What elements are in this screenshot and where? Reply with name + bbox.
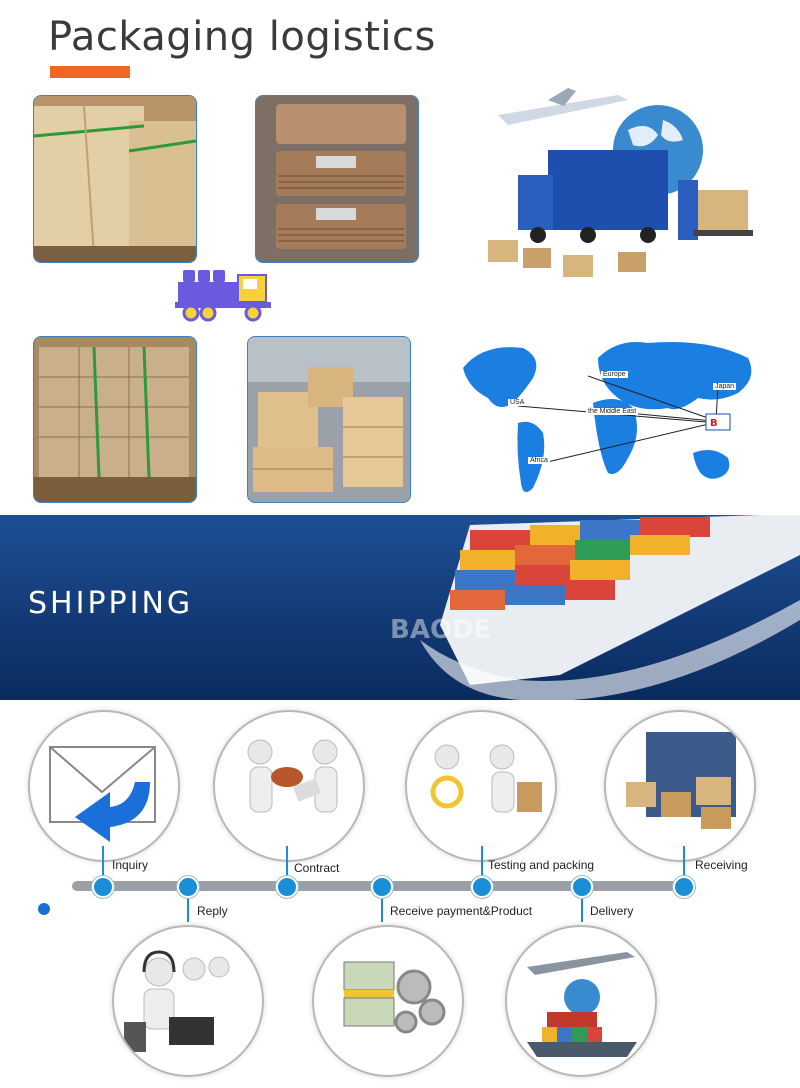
map-label-africa: Africa	[528, 457, 550, 464]
world-map: B Europe USA the Middle East Japan Afric…	[458, 328, 763, 506]
timeline-dot-contract	[276, 876, 298, 898]
map-label-middle-east: the Middle East	[586, 408, 639, 415]
circle-payment-money-gears	[312, 925, 464, 1077]
connector-reply	[187, 890, 189, 922]
circle-contract-figures	[213, 710, 365, 862]
timeline-dot-payment	[371, 876, 393, 898]
photo-warehouse-crates	[247, 336, 411, 503]
map-label-usa: USA	[508, 399, 527, 406]
circle-delivery-transport	[505, 925, 657, 1077]
photo-wooden-crates	[33, 95, 197, 263]
timeline-dot-inquiry	[92, 876, 114, 898]
connector-testing	[481, 846, 483, 882]
timeline-dot-delivery	[571, 876, 593, 898]
step-label-inquiry: Inquiry	[112, 858, 149, 872]
connector-contract	[286, 846, 288, 882]
photo-plate-heat-exchangers	[255, 95, 419, 263]
truck-icon	[173, 265, 273, 325]
shipping-title: SHIPPING	[28, 586, 194, 621]
photo-palletized-cartons	[33, 336, 197, 503]
circle-testing-packing	[405, 710, 557, 862]
title-underline	[50, 66, 130, 78]
map-label-europe: Europe	[601, 371, 628, 378]
shipping-watermark: BAODE	[390, 615, 492, 645]
shipping-banner: SHIPPING BAODE	[0, 515, 800, 700]
timeline-dot-testing	[471, 876, 493, 898]
timeline-dot-reply	[177, 876, 199, 898]
circle-receiving-boxes	[604, 710, 756, 862]
svg-text:B: B	[710, 418, 718, 429]
step-label-payment: Receive payment&Product	[390, 904, 533, 918]
page-title: Packaging logistics	[48, 14, 436, 60]
circle-reply-call-center	[112, 925, 264, 1077]
logistics-illustration	[478, 80, 768, 290]
step-label-contract: Contract	[294, 861, 340, 875]
timeline-start-dot	[38, 903, 50, 915]
step-label-receiving: Receiving	[695, 858, 748, 872]
connector-payment	[381, 890, 383, 922]
step-label-testing: Testing and packing	[488, 858, 595, 872]
connector-delivery	[581, 890, 583, 922]
map-label-japan: Japan	[713, 383, 737, 390]
connector-receiving	[683, 846, 685, 882]
circle-inquiry-envelope	[28, 710, 180, 862]
step-label-reply: Reply	[197, 904, 228, 918]
timeline-dot-receiving	[673, 876, 695, 898]
connector-inquiry	[102, 846, 104, 882]
step-label-delivery: Delivery	[590, 904, 634, 918]
